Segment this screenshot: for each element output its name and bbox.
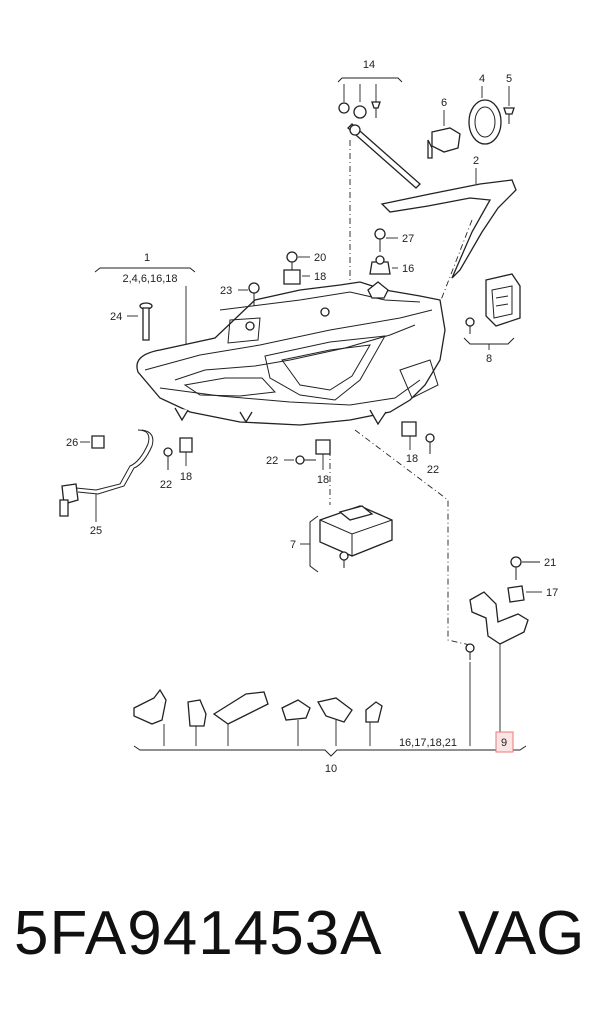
callout-22b-label: 22 [266,455,278,467]
callout-9-label: 9 [501,737,507,749]
callout-2-label: 2 [473,155,479,167]
parts-27-16: 27 16 [369,228,414,275]
callout-18c-label: 18 [317,474,329,486]
trim-strip-2: 2 [380,155,517,279]
part-number: 5FA941453A [14,899,383,968]
callout-18b-label: 18 [180,471,192,483]
headlight-housing [136,281,446,426]
parts-18-22-right: 18 22 [401,421,439,476]
parts-20-23-18: 20 18 23 [220,251,326,306]
callout-22a-label: 22 [160,479,172,491]
callout-18a-label: 18 [314,271,326,283]
guide-lines [329,140,473,646]
callout-1-label: 1 [144,252,150,264]
brand-name: VAG [458,899,585,968]
part-14-group: 14 [337,59,421,189]
part-7-control-module: 7 [290,505,393,573]
callout-14-label: 14 [363,59,375,71]
callout-18d-label: 18 [406,453,418,465]
callout-16-label: 16 [402,263,414,275]
callout-22c-label: 22 [427,464,439,476]
callout-1-sublabel: 2,4,6,16,18 [122,273,177,285]
highlight-box[interactable] [495,731,514,753]
callout-1: 1 2,4,6,16,18 [94,252,196,345]
callout-21-label: 21 [544,557,556,569]
parts-22-18-mid: 22 18 [266,439,331,486]
callout-20-label: 20 [314,252,326,264]
callout-17-label: 17 [546,587,558,599]
part-10-bracket-set: 16,17,18,21 10 [133,688,527,775]
callout-5-label: 5 [506,73,512,85]
headlight-exploded-diagram: 1 2,4,6,16,18 14 4 5 6 2 [59,59,558,775]
part-24-screw: 24 [110,302,153,341]
callout-26-label: 26 [66,437,78,449]
callout-8-label: 8 [486,353,492,365]
part-25-26-cable: 26 25 [59,429,154,537]
callout-6-label: 6 [441,97,447,109]
callout-4-label: 4 [479,73,485,85]
callout-25-label: 25 [90,525,102,537]
callout-21-group-label: 16,17,18,21 [399,737,457,749]
parts-22-18-left: 22 18 [160,437,193,491]
callout-24-label: 24 [110,311,122,323]
callout-23-label: 23 [220,285,232,297]
part-8-module: 8 [463,273,521,365]
parts-4-5-6: 4 5 6 [427,73,515,159]
callout-10-label: 10 [325,763,337,775]
callout-7-label: 7 [290,539,296,551]
parts-21-17-bracket: 21 17 [465,556,558,746]
callout-27-label: 27 [402,233,414,245]
callout-9-highlight[interactable]: 9 [495,731,514,753]
